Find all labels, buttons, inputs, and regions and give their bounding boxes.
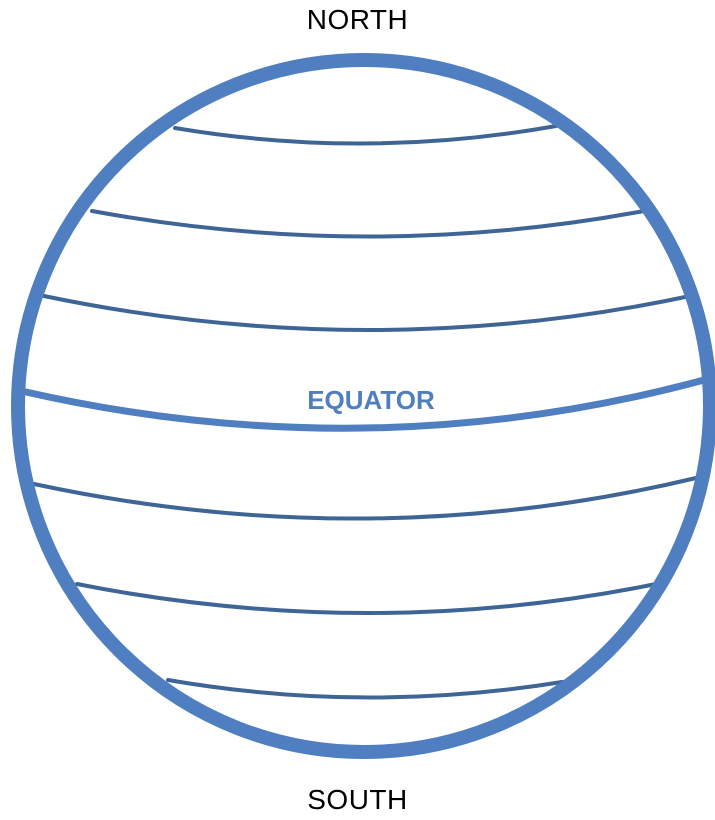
latitude-line-south-2: [77, 584, 656, 613]
latitude-line-north-1: [44, 296, 690, 330]
latitude-line-north-3: [175, 126, 556, 144]
equator-label: EQUATOR: [307, 385, 435, 415]
south-label: SOUTH: [0, 784, 715, 816]
latitude-line-south-3: [168, 680, 562, 698]
latitude-line-north-2: [92, 211, 644, 237]
latitude-line-south-1: [34, 478, 696, 519]
